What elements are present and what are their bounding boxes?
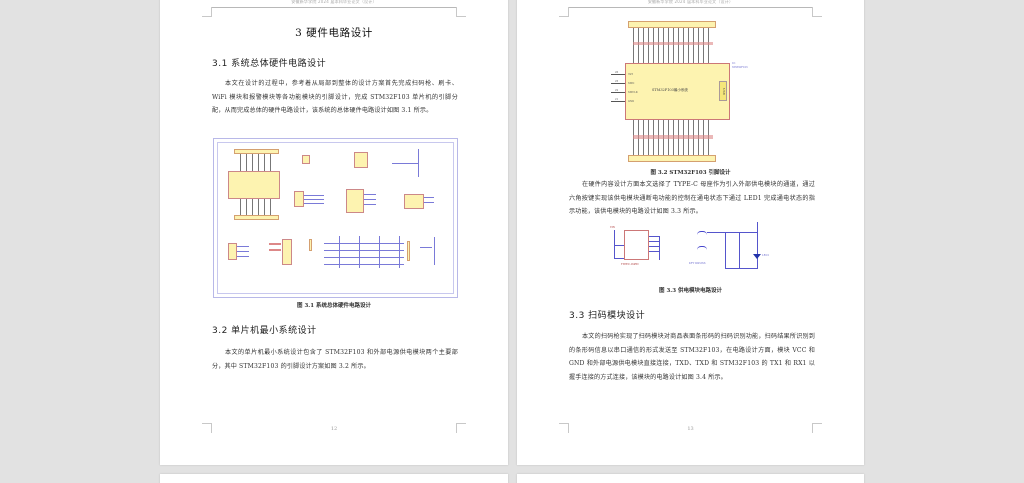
usb-label: USB: [719, 81, 727, 101]
pin-swo: SWO: [628, 82, 635, 85]
header-rule: [212, 7, 456, 8]
module-scanner: [294, 191, 304, 207]
margin-corner-br: [812, 423, 822, 433]
figure-3-1-caption: 图 3.1 系统总体硬件电路设计: [297, 303, 371, 309]
header-bottom: [234, 215, 279, 220]
figure-3-2-caption: 图 3.2 STM32F103 引脚设计: [650, 170, 731, 176]
margin-corner-br: [456, 423, 466, 433]
running-header: 安徽新华学院 2024 届本科毕业论文（设计）: [291, 0, 377, 4]
paragraph-3-2: 本文的单片机最小系统设计包含了 STM32F103 和外部电源供电模块两个主要部…: [212, 349, 458, 370]
page-15-top: [517, 474, 864, 483]
running-header: 安徽新华学院 2024 届本科毕业论文（设计）: [647, 0, 734, 4]
pin-swclk: SWCLK: [628, 91, 638, 94]
led-icon: [753, 254, 761, 259]
chip-label: STM32F103最小系统: [652, 88, 688, 92]
margin-corner-tr: [812, 7, 822, 17]
section-heading-3-2: 3.2 单片机最小系统设计: [212, 326, 317, 336]
page-14-top: [160, 474, 508, 483]
keypad-header: [407, 241, 410, 261]
pin-gnd: GND: [628, 100, 635, 103]
stm32-chip: STM32F103最小系统 USB: [625, 63, 730, 120]
section-heading-3-3: 3.3 扫码模块设计: [569, 311, 646, 321]
pin-3v3: 3V3: [628, 73, 633, 76]
paragraph-power-module: 在硬件内容设计方面本文选择了 TYPE-C 母座作为引入外部供电模块的通道，通过…: [569, 181, 815, 215]
schematic-border: [217, 142, 454, 294]
margin-corner-bl: [202, 423, 212, 433]
page-number: 12: [330, 426, 338, 432]
module-header: [309, 239, 312, 251]
chip-part: STM32F103: [732, 66, 748, 69]
margin-corner-tl: [202, 7, 212, 17]
figure-3-3-caption: 图 3.3 供电模块电路设计: [659, 288, 722, 294]
module-wifi: [346, 189, 364, 213]
module-display: [228, 243, 237, 260]
margin-corner-tl: [559, 7, 569, 17]
chapter-title: 3 硬件电路设计: [295, 27, 373, 39]
margin-corner-tr: [456, 7, 466, 17]
page-12: 安徽新华学院 2024 届本科毕业论文（设计） 3 硬件电路设计 3.1 系统总…: [160, 0, 508, 465]
header-rule: [569, 7, 812, 8]
page-13: 安徽新华学院 2024 届本科毕业论文（设计） STM32F103最小系统 US…: [517, 0, 864, 465]
chip-ref: U1: [732, 62, 736, 65]
section-heading-3-1: 3.1 系统总体硬件电路设计: [212, 59, 327, 69]
header-top: [234, 149, 279, 154]
pin-header-top: [628, 21, 716, 28]
module-alarm: [282, 239, 292, 265]
figure-3-1-schematic: [213, 138, 458, 298]
paragraph-3-3: 本文的扫码枪实现了扫码模块对商品表面条形码的扫码识别功能，扫码结果所识别到的条形…: [569, 333, 815, 381]
module-ch340: [354, 152, 368, 168]
margin-corner-bl: [559, 423, 569, 433]
paragraph-3-1: 本文在设计的过程中，参考着从局部到整体的设计方案首先完成扫码枪、刷卡、 WiFi…: [212, 80, 458, 114]
typec-connector: [624, 230, 649, 260]
pin-header-bottom: [628, 155, 716, 162]
mcu-block: [228, 171, 280, 199]
module-small-1: [302, 155, 310, 164]
module-rfid: [404, 194, 424, 209]
page-number: 13: [687, 426, 694, 432]
